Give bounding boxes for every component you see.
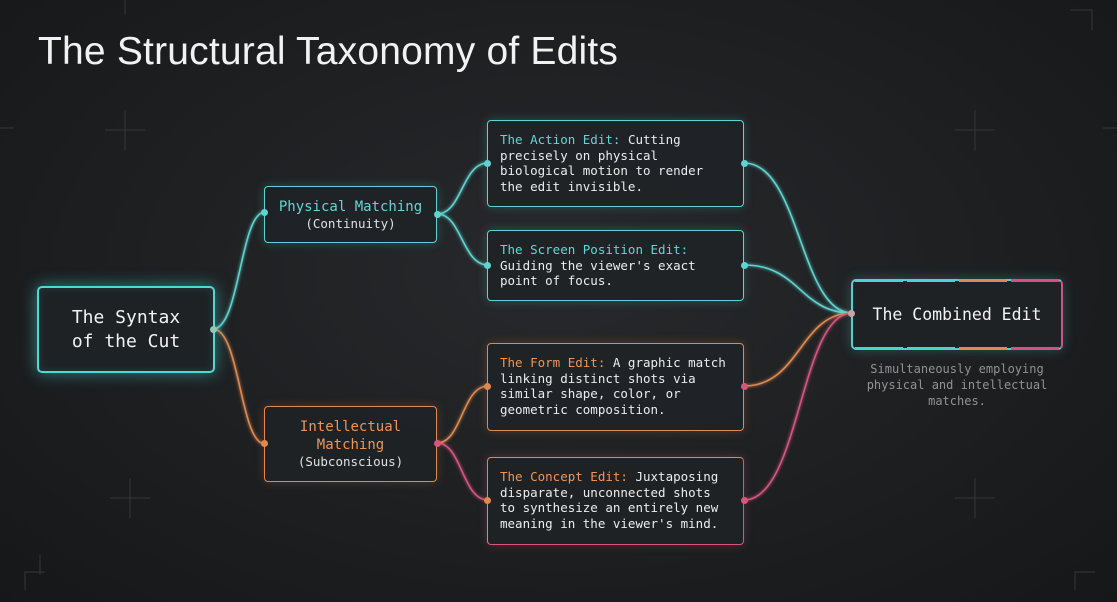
form-edit-label: The Form Edit: (500, 355, 606, 370)
combined-edit-caption: Simultaneously employing physical and in… (866, 362, 1048, 408)
line-concept-combined (743, 312, 853, 501)
action-edit-label: The Action Edit: (500, 132, 621, 147)
line-root-intellectual (212, 328, 266, 445)
intellectual-matching-heading-1: Intellectual (299, 419, 402, 435)
physical-matching-node[interactable]: Physical Matching (Continuity) (264, 186, 437, 243)
dot-root-out (210, 326, 217, 333)
form-edit-node[interactable]: The Form Edit: A graphic match linking d… (487, 343, 744, 431)
dot-form-in (484, 383, 491, 390)
combined-edit-label: The Combined Edit (872, 305, 1042, 324)
dot-physical-in (261, 209, 268, 216)
dot-physical-out (434, 211, 441, 218)
concept-edit-node[interactable]: The Concept Edit: Juxtaposing disparate,… (487, 457, 744, 545)
intellectual-matching-node[interactable]: Intellectual Matching (Subconscious) (264, 406, 437, 482)
physical-matching-heading: Physical Matching (278, 198, 423, 215)
screen-position-edit-node[interactable]: The Screen Position Edit: Guiding the vi… (487, 230, 744, 301)
dot-concept-in (484, 497, 491, 504)
dot-combined-in (848, 310, 855, 317)
combined-bottom-accent (853, 347, 1061, 350)
action-edit-node[interactable]: The Action Edit: Cutting precisely on ph… (487, 120, 744, 207)
root-line-2: of the Cut (71, 330, 181, 352)
dot-form-out (741, 383, 748, 390)
dot-screen-in (484, 262, 491, 269)
screen-position-edit-text: Guiding the viewer's exact point of focu… (500, 257, 696, 289)
dot-concept-out (741, 497, 748, 504)
action-edit-text: Cutting precisely on physical biological… (500, 132, 704, 194)
combined-edit-node[interactable]: The Combined Edit (851, 279, 1063, 350)
dot-screen-out (741, 262, 748, 269)
page-title: The Structural Taxonomy of Edits (38, 30, 619, 73)
intellectual-matching-sub: (Subconscious) (297, 454, 404, 469)
dot-intellectual-in (261, 440, 268, 447)
line-root-physical (212, 211, 266, 330)
dot-action-out (741, 160, 748, 167)
dot-intellectual-out (434, 440, 441, 447)
line-form-combined (743, 312, 853, 387)
root-node-syntax-of-cut[interactable]: The Syntax of the Cut (37, 286, 215, 373)
screen-position-edit-label: The Screen Position Edit: (500, 242, 689, 257)
combined-top-accent (853, 279, 1061, 282)
intellectual-matching-heading-2: Matching (316, 437, 385, 453)
concept-edit-text: Juxtaposing disparate, unconnected shots… (500, 469, 719, 531)
line-intellectual-form (436, 385, 489, 444)
line-action-combined (743, 162, 853, 314)
form-edit-text: A graphic match linking distinct shots v… (500, 355, 726, 417)
line-screen-combined (743, 264, 853, 314)
line-intellectual-concept (436, 442, 489, 501)
line-physical-screen (436, 213, 489, 266)
concept-edit-label: The Concept Edit: (500, 469, 628, 484)
physical-matching-sub: (Continuity) (305, 215, 396, 231)
root-line-1: The Syntax (71, 306, 181, 328)
dot-action-in (484, 160, 491, 167)
line-physical-action (436, 162, 489, 215)
